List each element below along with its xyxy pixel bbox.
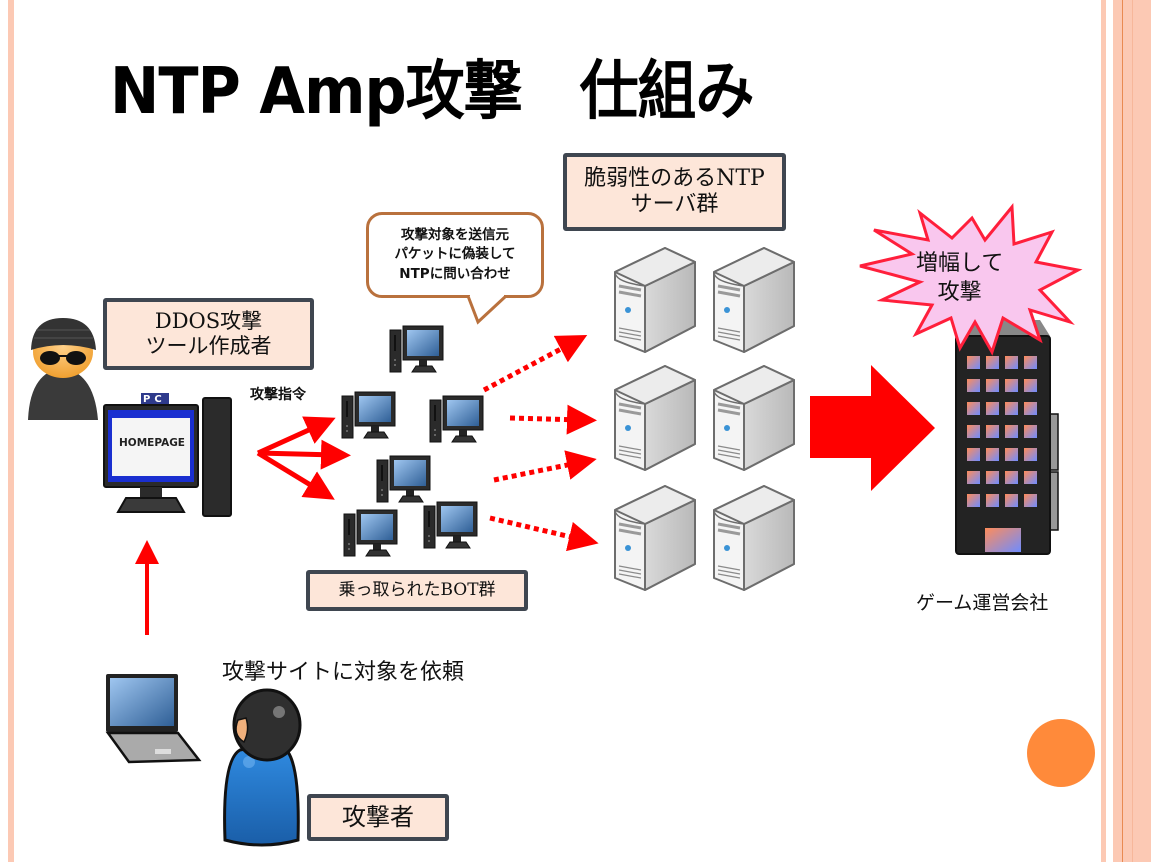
building-window bbox=[986, 425, 999, 438]
building-window bbox=[986, 402, 999, 415]
request-label: 攻撃サイトに対象を依頼 bbox=[222, 660, 465, 685]
bot-pc-icon bbox=[343, 509, 398, 557]
ntp-servers-line1: 脆弱性のあるNTP bbox=[584, 165, 765, 191]
bot-group-text: 乗っ取られたBOT群 bbox=[338, 580, 496, 601]
building-window bbox=[1024, 356, 1037, 369]
building-window bbox=[986, 448, 999, 461]
office-building-icon bbox=[955, 320, 1059, 555]
building-window bbox=[1024, 494, 1037, 507]
building-window bbox=[1024, 379, 1037, 392]
burst-text: 増幅して 攻撃 bbox=[916, 250, 1003, 307]
building-window bbox=[967, 402, 980, 415]
server-icon bbox=[613, 364, 697, 472]
building-window bbox=[1024, 471, 1037, 484]
bot-pc-icon bbox=[376, 455, 431, 503]
building-window bbox=[1005, 448, 1018, 461]
building-window bbox=[986, 471, 999, 484]
left-stripe bbox=[8, 0, 14, 862]
pc-screen-text: HOMEPAGE bbox=[119, 437, 185, 449]
building-window bbox=[1005, 471, 1018, 484]
server-icon bbox=[712, 484, 796, 592]
speech-line2: パケットに偽装して bbox=[394, 246, 516, 263]
laptop-icon bbox=[105, 674, 202, 764]
building-window bbox=[967, 494, 980, 507]
pc-tag: PC bbox=[143, 394, 166, 405]
bot-pc-icon bbox=[429, 395, 484, 443]
building-window bbox=[986, 379, 999, 392]
burst-shape bbox=[859, 203, 1083, 356]
speech-line3: NTPに問い合わせ bbox=[399, 265, 511, 282]
tool-author-line1: DDOS攻撃 bbox=[154, 308, 263, 333]
game-company-label: ゲーム運営会社 bbox=[916, 592, 1049, 614]
building-window bbox=[1024, 425, 1037, 438]
slide-title: NTP Amp攻撃 仕組み bbox=[110, 55, 754, 129]
server-icon bbox=[712, 364, 796, 472]
server-icon bbox=[712, 246, 796, 354]
hacker-icon bbox=[28, 318, 98, 420]
building-window bbox=[986, 356, 999, 369]
command-arrows bbox=[256, 416, 351, 500]
query-arrows bbox=[482, 334, 599, 552]
burst-line1: 増幅して bbox=[916, 251, 1004, 276]
attacker-label: 攻撃者 bbox=[307, 794, 449, 841]
speech-line1: 攻撃対象を送信元 bbox=[401, 226, 509, 243]
right-stripe-line2 bbox=[1132, 0, 1133, 862]
bot-group-label: 乗っ取られたBOT群 bbox=[306, 570, 528, 611]
server-icon bbox=[613, 246, 697, 354]
attack-command-label: 攻撃指令 bbox=[250, 387, 306, 403]
building-window bbox=[1024, 402, 1037, 415]
person-icon bbox=[223, 688, 302, 847]
bot-pc-icon bbox=[341, 391, 396, 439]
right-stripe-thin bbox=[1101, 0, 1106, 862]
decorative-circle bbox=[1027, 719, 1095, 787]
building-window bbox=[1005, 494, 1018, 507]
building-window bbox=[967, 448, 980, 461]
burst-line2: 攻撃 bbox=[937, 279, 982, 305]
building-window bbox=[986, 494, 999, 507]
server-icon bbox=[613, 484, 697, 592]
attacker-text: 攻撃者 bbox=[342, 803, 414, 832]
tool-author-line2: ツール作成者 bbox=[145, 334, 272, 358]
building-window bbox=[1005, 356, 1018, 369]
speech-bubble: 攻撃対象を送信元 パケットに偽装して NTPに問い合わせ bbox=[366, 212, 544, 298]
building-window bbox=[1005, 425, 1018, 438]
building-window bbox=[1005, 402, 1018, 415]
building-window bbox=[1024, 448, 1037, 461]
bot-pc-icon bbox=[389, 325, 444, 373]
ntp-servers-line2: サーバ群 bbox=[630, 192, 719, 217]
amplify-arrow bbox=[810, 365, 935, 491]
building-window bbox=[967, 379, 980, 392]
right-stripe-line bbox=[1122, 0, 1123, 862]
ntp-servers-label: 脆弱性のあるNTP サーバ群 bbox=[563, 153, 786, 231]
bot-pc-icon bbox=[423, 501, 478, 549]
building-window bbox=[1005, 379, 1018, 392]
building-window bbox=[967, 425, 980, 438]
building-window bbox=[967, 356, 980, 369]
desktop-pc-icon bbox=[103, 393, 232, 517]
building-window bbox=[967, 471, 980, 484]
tool-author-label: DDOS攻撃 ツール作成者 bbox=[103, 298, 314, 370]
